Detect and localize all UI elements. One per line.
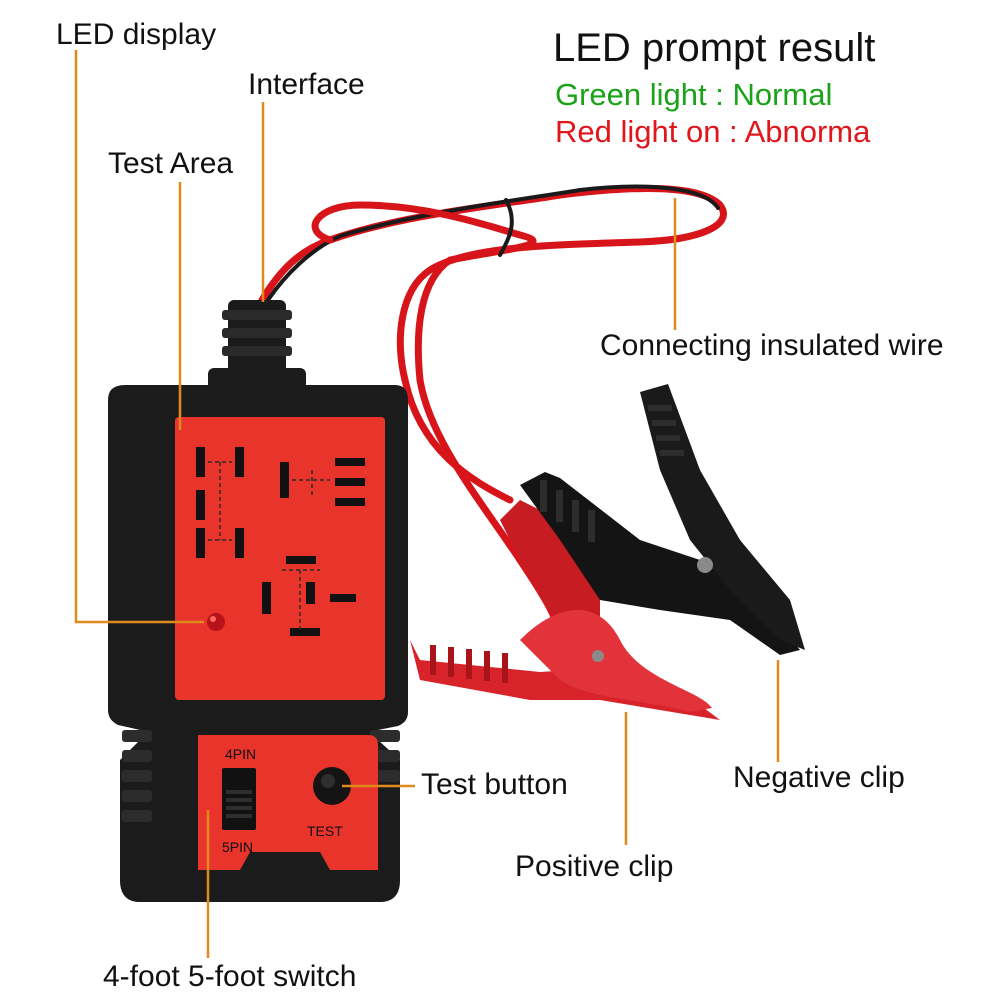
label-connecting-wire: Connecting insulated wire xyxy=(600,329,944,362)
relay-tester-device xyxy=(108,300,408,902)
legend-title: LED prompt result xyxy=(553,26,876,70)
label-positive-clip: Positive clip xyxy=(515,850,674,883)
interface-connector xyxy=(208,300,306,390)
relay-socket xyxy=(196,447,365,636)
label-negative-clip: Negative clip xyxy=(733,761,905,794)
connecting-insulated-wire xyxy=(258,184,727,644)
test-area-panel xyxy=(175,417,385,700)
legend-red-line: Red light on : Abnorma xyxy=(555,114,871,149)
leader-led-display xyxy=(74,50,204,624)
legend-green-line: Green light : Normal xyxy=(555,77,833,112)
negative-clip xyxy=(520,384,805,662)
device-label-test: TEST xyxy=(307,823,343,839)
label-pin-switch: 4-foot 5-foot switch xyxy=(103,960,357,993)
label-interface: Interface xyxy=(248,68,365,101)
leader-lines xyxy=(74,50,780,958)
led-indicator xyxy=(207,613,225,631)
label-test-area: Test Area xyxy=(108,147,234,180)
device-label-4pin: 4PIN xyxy=(225,746,257,762)
label-led-display: LED display xyxy=(56,18,217,51)
device-label-5pin: 5PIN xyxy=(222,839,254,855)
label-test-button: Test button xyxy=(421,768,568,801)
